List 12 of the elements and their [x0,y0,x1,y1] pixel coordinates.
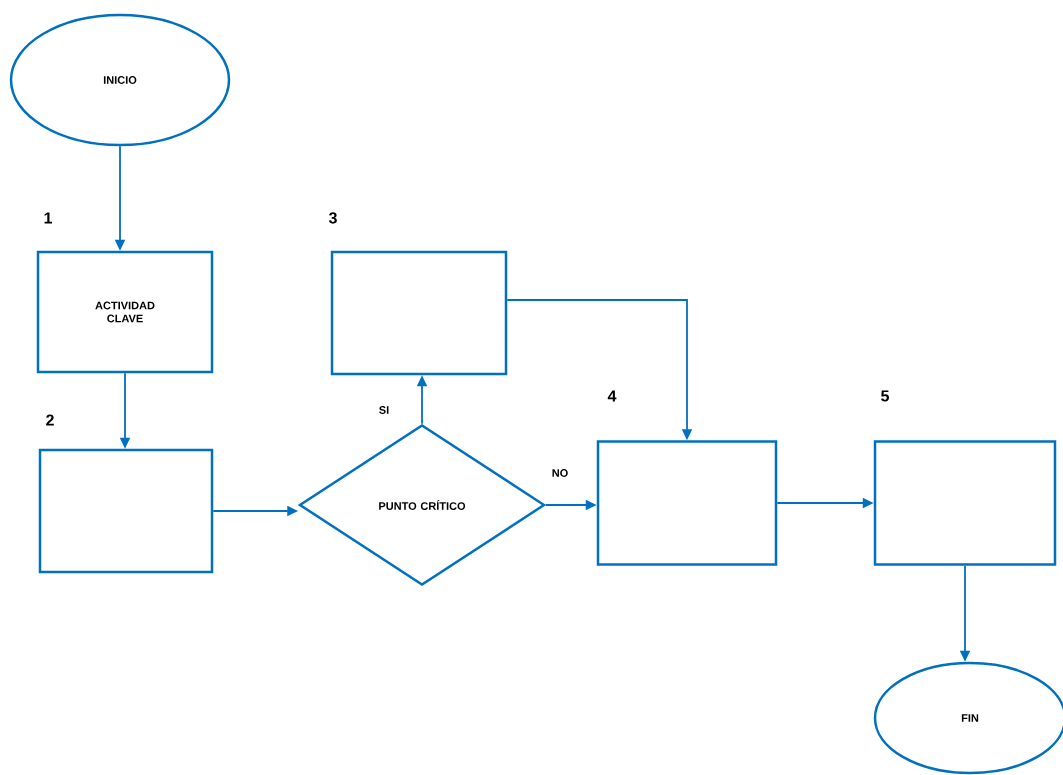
process-box [38,448,214,574]
step-number: 1 [44,212,52,224]
process-box [873,440,1057,566]
step-number: 3 [328,212,337,224]
step-number: 5 [881,390,889,402]
process-box [330,250,508,376]
edge-label: SI [379,406,389,414]
edge-label: NO [552,469,568,477]
step-number: 2 [46,414,54,426]
step-number: 4 [607,390,617,402]
process-box: ACTIVIDAD CLAVE [36,250,214,374]
process-box [596,440,778,566]
